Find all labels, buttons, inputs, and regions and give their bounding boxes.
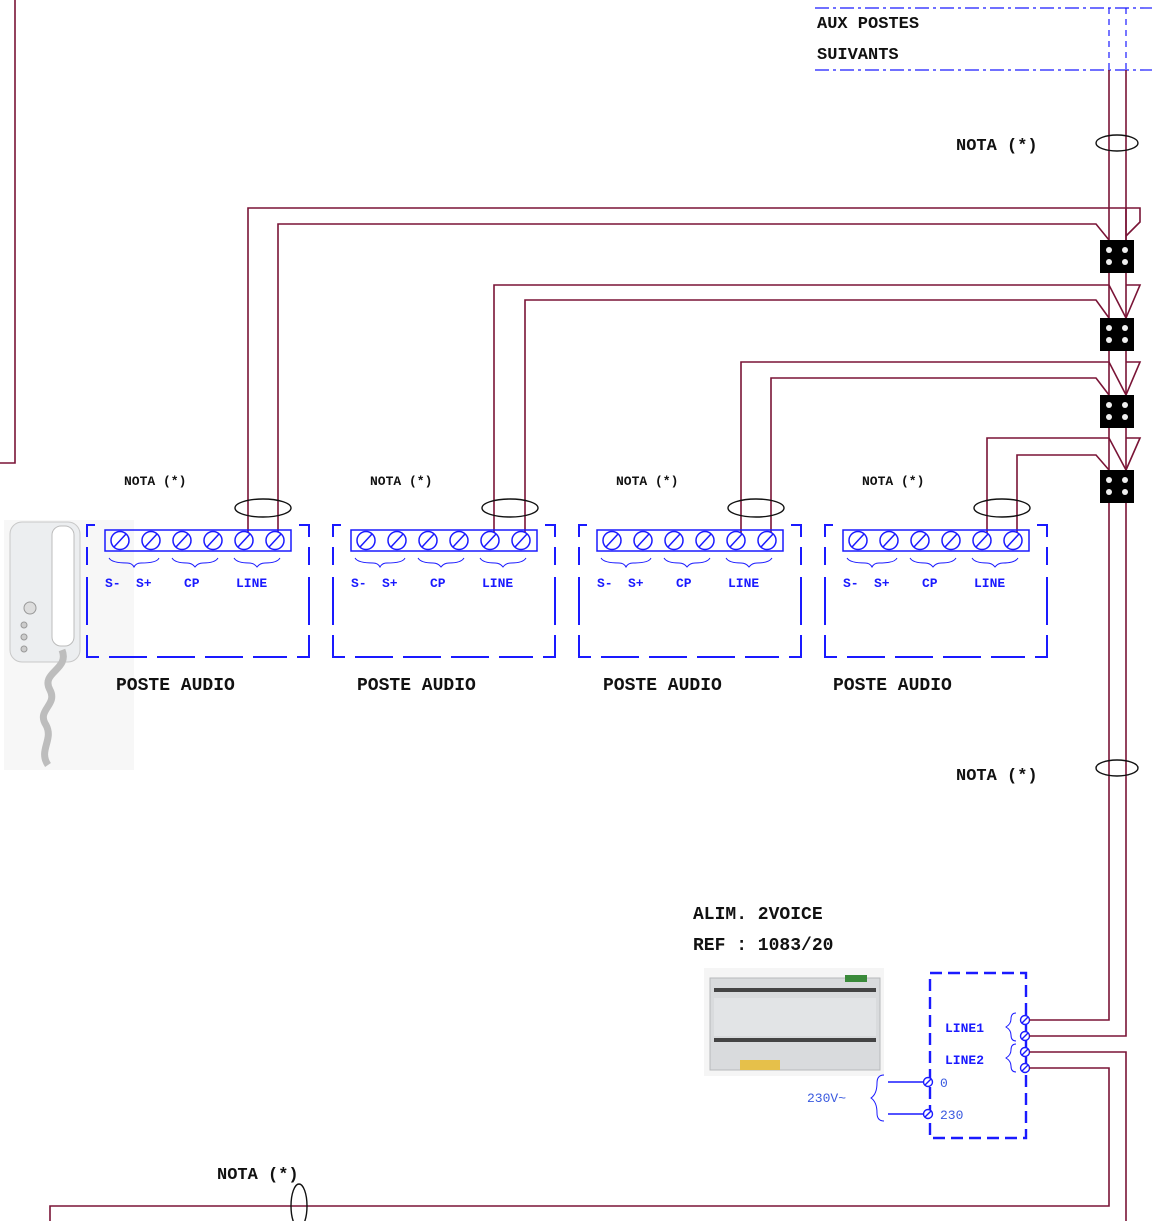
terminal-label-s-plus: S+ <box>136 576 152 591</box>
power-terminal-screws <box>922 1014 1031 1120</box>
terminal-label-line: LINE <box>482 576 513 591</box>
twist-marker-icon <box>727 498 785 518</box>
aux-postes-label: AUX POSTES <box>817 15 919 34</box>
line1-label: LINE1 <box>945 1021 984 1036</box>
left-bus-wire <box>0 0 16 464</box>
twist-marker-icon <box>290 1183 308 1221</box>
station-3-nota: NOTA (*) <box>616 474 678 489</box>
terminal-label-s-minus: S- <box>597 576 613 591</box>
terminal-label-s-plus: S+ <box>628 576 644 591</box>
terminal-label-line: LINE <box>728 576 759 591</box>
input-terminal-230: 230 <box>940 1108 963 1123</box>
station-4: S- S+ CP LINE <box>824 524 1048 658</box>
twist-marker-icon <box>234 498 292 518</box>
junction-blocks <box>1100 240 1134 503</box>
terminal-label-s-minus: S- <box>843 576 859 591</box>
station-4-nota: NOTA (*) <box>862 474 924 489</box>
wire-junction-block-icon <box>1100 470 1134 503</box>
power-supply-ref: REF : 1083/20 <box>693 936 833 956</box>
terminal-label-s-minus: S- <box>351 576 367 591</box>
twist-marker-icon <box>1095 759 1139 777</box>
twist-marker-icon <box>973 498 1031 518</box>
terminal-label-line: LINE <box>236 576 267 591</box>
terminal-label-s-minus: S- <box>105 576 121 591</box>
nota-bottom: NOTA (*) <box>217 1166 299 1185</box>
twist-marker-icon <box>481 498 539 518</box>
terminal-label-cp: CP <box>430 576 446 591</box>
station-2-title: POSTE AUDIO <box>357 676 476 696</box>
station-2: S- S+ CP LINE <box>332 524 556 658</box>
wire-junction-block-icon <box>1100 318 1134 351</box>
terminal-label-s-plus: S+ <box>874 576 890 591</box>
input-voltage-label: 230V~ <box>807 1091 846 1106</box>
nota-top: NOTA (*) <box>956 137 1038 156</box>
station-wires <box>247 207 1142 545</box>
input-terminal-0: 0 <box>940 1076 948 1091</box>
station-1: S- S+ CP LINE <box>86 524 310 658</box>
wire-junction-block-icon <box>1100 240 1134 273</box>
power-terminal-box <box>928 971 1028 1140</box>
station-1-nota: NOTA (*) <box>124 474 186 489</box>
nota-mid: NOTA (*) <box>956 767 1038 786</box>
terminal-label-line: LINE <box>974 576 1005 591</box>
power-supply-name: ALIM. 2VOICE <box>693 905 823 925</box>
aux-suivants-label: SUIVANTS <box>817 46 899 65</box>
twist-marker-icon <box>1095 134 1139 152</box>
station-3: S- S+ CP LINE <box>578 524 802 658</box>
station-4-title: POSTE AUDIO <box>833 676 952 696</box>
terminal-label-cp: CP <box>922 576 938 591</box>
wire-junction-block-icon <box>1100 395 1134 428</box>
terminal-label-cp: CP <box>676 576 692 591</box>
station-3-title: POSTE AUDIO <box>603 676 722 696</box>
terminal-label-cp: CP <box>184 576 200 591</box>
line2-label: LINE2 <box>945 1053 984 1068</box>
aux-postes-frame <box>815 7 1152 71</box>
station-2-nota: NOTA (*) <box>370 474 432 489</box>
intercom-handset-icon <box>4 520 134 770</box>
din-power-supply-icon <box>704 968 884 1076</box>
station-1-title: POSTE AUDIO <box>116 676 235 696</box>
terminal-label-s-plus: S+ <box>382 576 398 591</box>
